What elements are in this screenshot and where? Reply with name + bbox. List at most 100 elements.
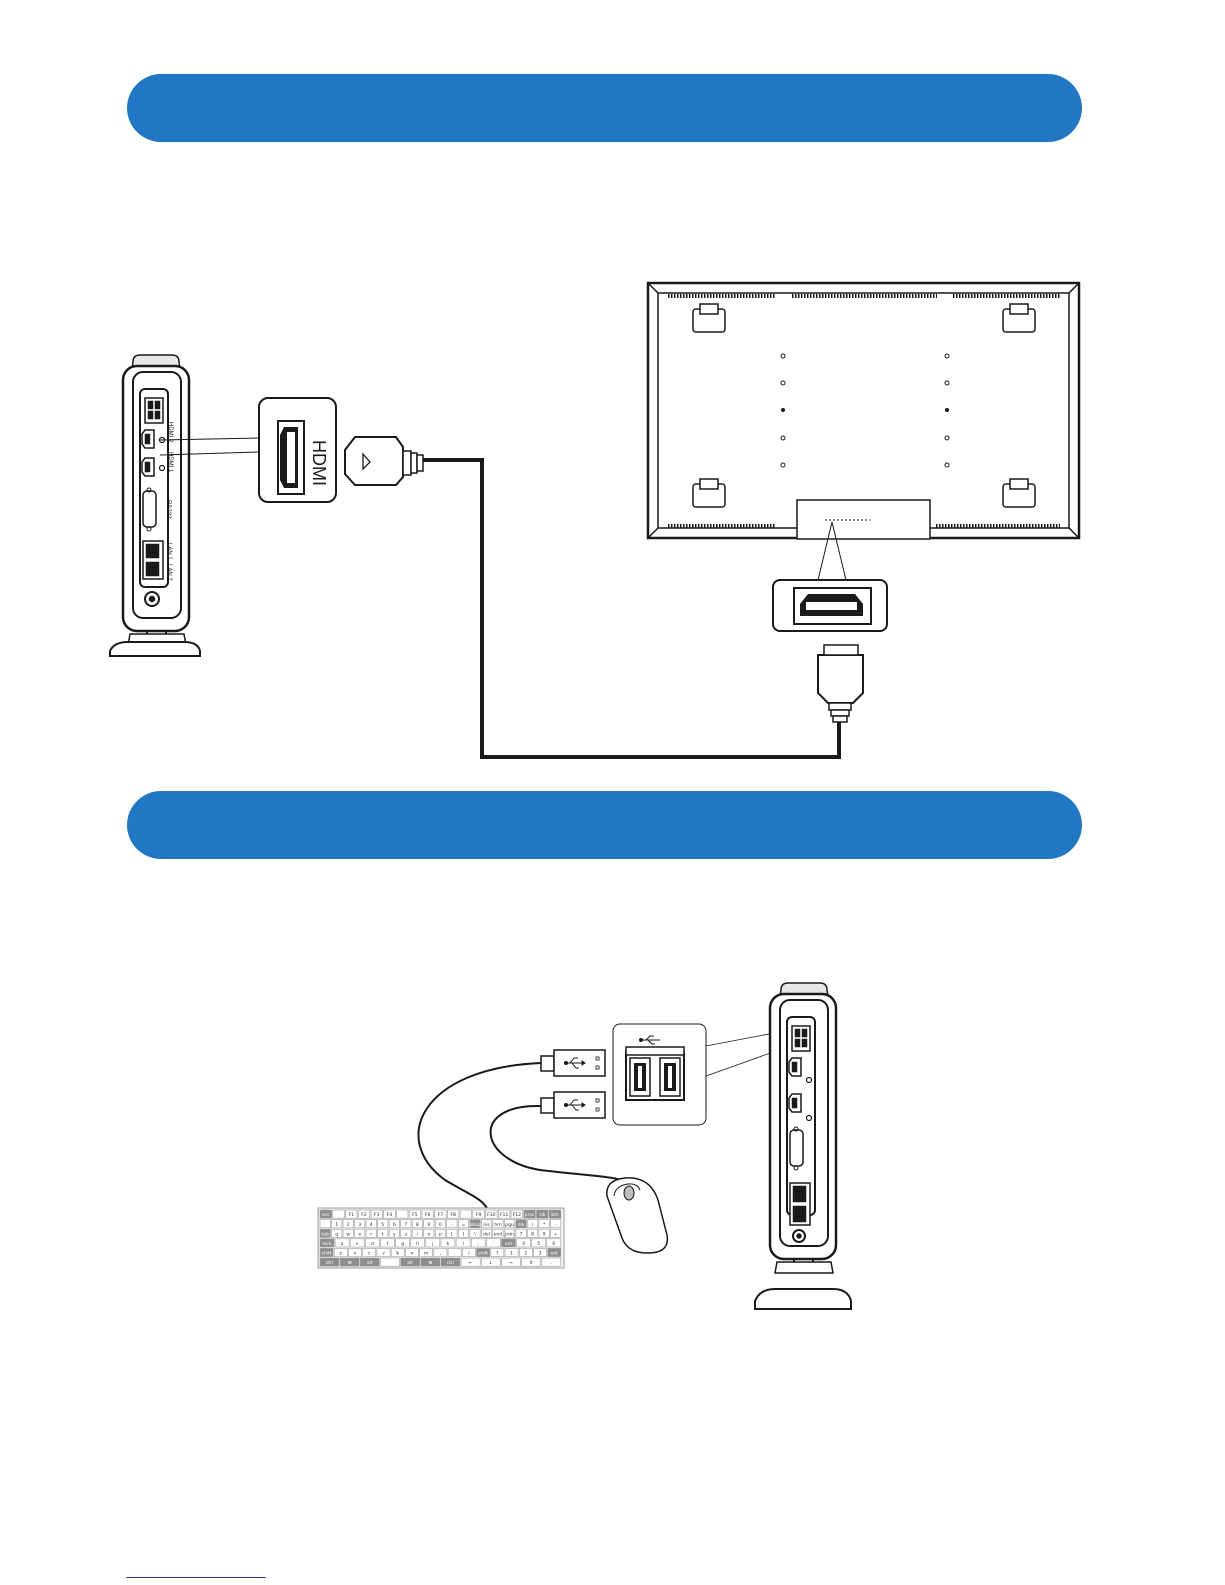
keyboard-key-label: 4 — [370, 1222, 373, 1228]
keyboard-key — [434, 1209, 447, 1219]
keyboard-key-label: ⊞ — [348, 1261, 352, 1266]
keyboard-key-label: 5 — [537, 1241, 540, 1247]
keyboard-key — [400, 1219, 412, 1229]
hdmi-cable — [423, 458, 841, 759]
keyboard-key-label: m — [424, 1252, 429, 1257]
keyboard-key-label: bksp — [470, 1222, 481, 1228]
keyboard-key-label: h — [416, 1241, 419, 1247]
keyboard-key — [331, 1219, 343, 1229]
keyboard-key — [527, 1228, 539, 1238]
keyboard-key — [333, 1248, 348, 1257]
keyboard-key — [538, 1219, 550, 1229]
keyboard-key-label: - — [451, 1223, 453, 1228]
keyboard-key — [492, 1219, 504, 1229]
keyboard-key — [469, 1228, 481, 1238]
keyboard-key-label: ' — [493, 1241, 494, 1247]
power-icon — [144, 591, 160, 607]
keyboard-key — [411, 1219, 423, 1229]
keyboard-key-label: alt — [407, 1260, 413, 1266]
keyboard-key — [481, 1257, 501, 1267]
keyboard-key — [501, 1238, 516, 1248]
keyboard-key — [447, 1248, 462, 1257]
keyboard-key-label: [ — [451, 1231, 453, 1237]
keyboard-key-label: 5 — [381, 1222, 384, 1228]
keyboard-key-label: 6 — [393, 1222, 396, 1228]
keyboard-key — [457, 1228, 469, 1238]
keyboard-key-label: ctrl — [447, 1260, 455, 1266]
keyboard-key — [419, 1248, 433, 1257]
keyboard-key — [319, 1238, 335, 1248]
keyboard-key — [411, 1228, 423, 1238]
keyboard-key-label: ⊞ — [428, 1261, 432, 1266]
keyboard-key — [518, 1248, 533, 1257]
keyboard-key — [405, 1248, 419, 1257]
keyboard-key-label: 1 — [335, 1222, 338, 1228]
keyboard-key-label: slk — [539, 1212, 546, 1218]
keyboard-key-label: - — [555, 1223, 557, 1228]
keyboard-key-label: b — [396, 1251, 399, 1257]
keyboard-key-label: 2 — [524, 1251, 527, 1257]
keyboard-key-label: lock — [322, 1241, 332, 1247]
keyboard-key — [400, 1257, 420, 1267]
keyboard-key — [457, 1219, 469, 1229]
keyboard-key-label: + — [554, 1231, 558, 1237]
keyboard-key-label: F1 — [348, 1212, 354, 1218]
keyboard-key-label: alt — [367, 1260, 373, 1266]
keyboard-key — [388, 1219, 400, 1229]
keyboard-key-label: 3 — [358, 1222, 361, 1228]
keyboard-key — [396, 1209, 409, 1219]
keyboard-key — [362, 1248, 377, 1257]
keyboard-key-label: y — [393, 1232, 396, 1237]
keyboard-key-label: F6 — [425, 1212, 431, 1218]
keyboard-key — [383, 1209, 396, 1219]
hdmi-port-icon — [141, 429, 155, 449]
keyboard-key-label: s — [356, 1242, 359, 1247]
usb-callout — [612, 1023, 707, 1126]
keyboard-key — [440, 1257, 461, 1267]
mini-pc-left: HDMI 2 HDMI 1 RS232 LAN 1 LAN 2 — [109, 354, 201, 657]
keyboard-key-label: . — [551, 1261, 552, 1266]
keyboard-key-label: * — [543, 1222, 546, 1228]
usb-plug-keyboard — [540, 1049, 606, 1077]
keyboard-key-label: ; — [477, 1242, 479, 1247]
keyboard-key — [434, 1219, 446, 1229]
display-hdmi-callout — [772, 579, 888, 632]
keyboard-key — [421, 1209, 434, 1219]
keyboard-key-label: x — [354, 1252, 357, 1257]
keyboard-key-label: n — [410, 1252, 413, 1257]
hdmi-plug-left — [344, 436, 424, 486]
keyboard-key-label: u — [404, 1232, 407, 1237]
keyboard-key-label: w — [346, 1232, 350, 1237]
keyboard-key-label: ← — [469, 1261, 473, 1266]
keyboard-key-label: 0 — [439, 1222, 442, 1228]
keyboard-key-label: F7 — [438, 1212, 444, 1218]
keyboard-key — [440, 1238, 456, 1248]
keyboard-key-label: = — [462, 1223, 466, 1228]
mouse-cable — [489, 1104, 629, 1183]
keyboard-key-label: F3 — [374, 1212, 380, 1218]
keyboard-key — [538, 1228, 550, 1238]
keyboard-key — [425, 1238, 441, 1248]
keyboard-key-label: hm — [494, 1222, 502, 1228]
keyboard-key — [504, 1228, 516, 1238]
hdmi-callout-label: HDMI — [309, 440, 329, 486]
keyboard-key-label: ent — [505, 1241, 513, 1247]
keyboard-key — [360, 1257, 380, 1267]
keyboard-key — [319, 1228, 331, 1238]
keyboard-key — [410, 1238, 425, 1248]
keyboard-key-label: 8 — [531, 1231, 534, 1237]
keyboard-key-label: 1 — [510, 1251, 513, 1257]
keyboard-key-label: r — [370, 1231, 372, 1237]
keyboard-key-label: 7 — [404, 1222, 407, 1228]
keyboard-key-label: F5 — [412, 1212, 418, 1218]
keyboard-key — [433, 1248, 448, 1257]
keyboard-key — [434, 1228, 446, 1238]
keyboard-key — [377, 1228, 389, 1238]
keyboard-key-label: pdn — [505, 1231, 514, 1237]
keyboard-key — [501, 1257, 521, 1267]
keyboard-key-label: del — [483, 1231, 490, 1237]
keyboard-key — [423, 1228, 435, 1238]
keyboard-key-label: p — [439, 1232, 442, 1237]
keyboard-key-label: f — [387, 1241, 389, 1247]
